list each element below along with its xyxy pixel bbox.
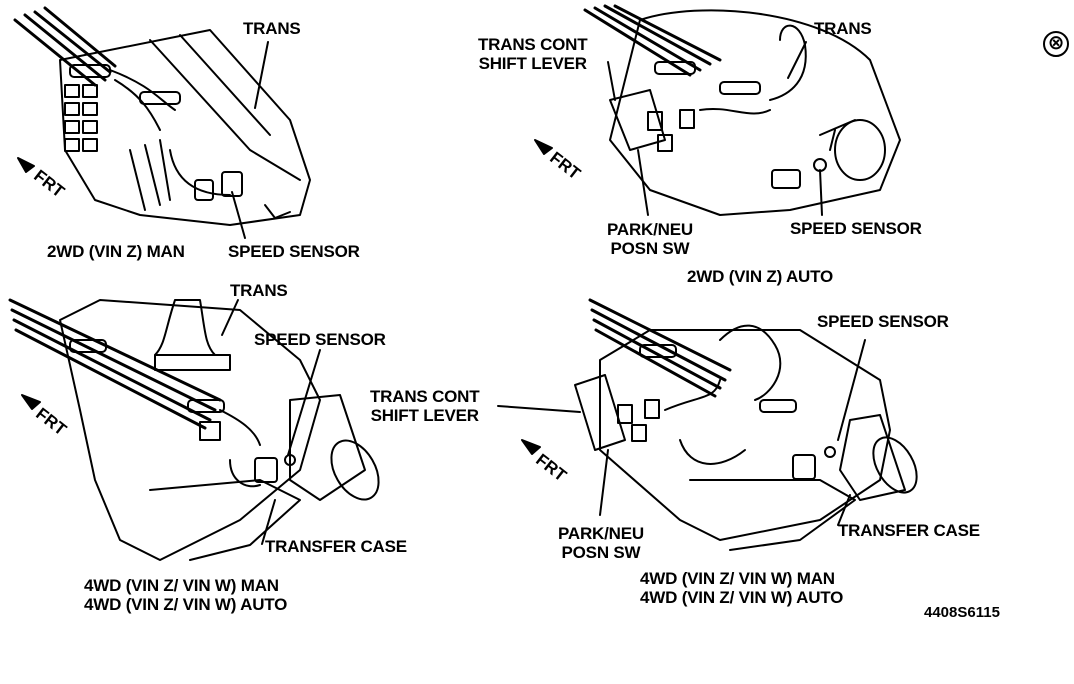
tr-caption: 2WD (VIN Z) AUTO (687, 267, 834, 286)
bl-caption-line1: 4WD (VIN Z/ VIN W) MAN (84, 576, 279, 595)
figure-id: 4408S6115 (924, 604, 1000, 621)
tr-park-neu-line1: PARK/NEU (607, 220, 693, 239)
tl-trans-label: TRANS (243, 19, 301, 38)
bl-transfer-case-label: TRANSFER CASE (265, 537, 407, 556)
tr-transmission-drawing (583, 4, 901, 216)
tr-park-neu-posn-sw-label: PARK/NEU POSN SW (607, 220, 693, 258)
br-trans-cont-shift-lever-label: TRANS CONT SHIFT LEVER (370, 387, 480, 425)
tl-speed-sensor-label: SPEED SENSOR (228, 242, 360, 261)
tr-trans-cont-line1: TRANS CONT (478, 35, 588, 54)
bl-speed-sensor-label: SPEED SENSOR (254, 330, 386, 349)
br-park-neu-posn-sw-label: PARK/NEU POSN SW (558, 524, 644, 562)
tr-trans-cont-line2: SHIFT LEVER (478, 54, 588, 73)
tr-speed-sensor-label: SPEED SENSOR (790, 219, 922, 238)
br-park-neu-line2: POSN SW (561, 543, 641, 562)
bl-caption-line2: 4WD (VIN Z/ VIN W) AUTO (84, 595, 288, 614)
br-transmission-drawing (497, 298, 918, 551)
br-caption-line2: 4WD (VIN Z/ VIN W) AUTO (640, 588, 844, 607)
tl-caption: 2WD (VIN Z) MAN (47, 242, 185, 261)
tr-trans-label: TRANS (814, 19, 872, 38)
bl-caption-block: 4WD (VIN Z/ VIN W) MAN 4WD (VIN Z/ VIN W… (84, 576, 287, 614)
circled-x-badge-icon: ⊗ (1043, 31, 1069, 57)
tr-trans-cont-shift-lever-label: TRANS CONT SHIFT LEVER (478, 35, 588, 73)
tl-transmission-drawing (13, 6, 311, 239)
br-transfer-case-label: TRANSFER CASE (838, 521, 980, 540)
br-park-neu-line1: PARK/NEU (558, 524, 644, 543)
br-trans-cont-line1: TRANS CONT (370, 387, 480, 406)
br-trans-cont-line2: SHIFT LEVER (370, 406, 480, 425)
tr-park-neu-line2: POSN SW (610, 239, 690, 258)
bl-trans-label: TRANS (230, 281, 288, 300)
br-caption-block: 4WD (VIN Z/ VIN W) MAN 4WD (VIN Z/ VIN W… (640, 569, 843, 607)
br-speed-sensor-label: SPEED SENSOR (817, 312, 949, 331)
br-caption-line1: 4WD (VIN Z/ VIN W) MAN (640, 569, 835, 588)
bl-transmission-drawing (8, 298, 380, 561)
